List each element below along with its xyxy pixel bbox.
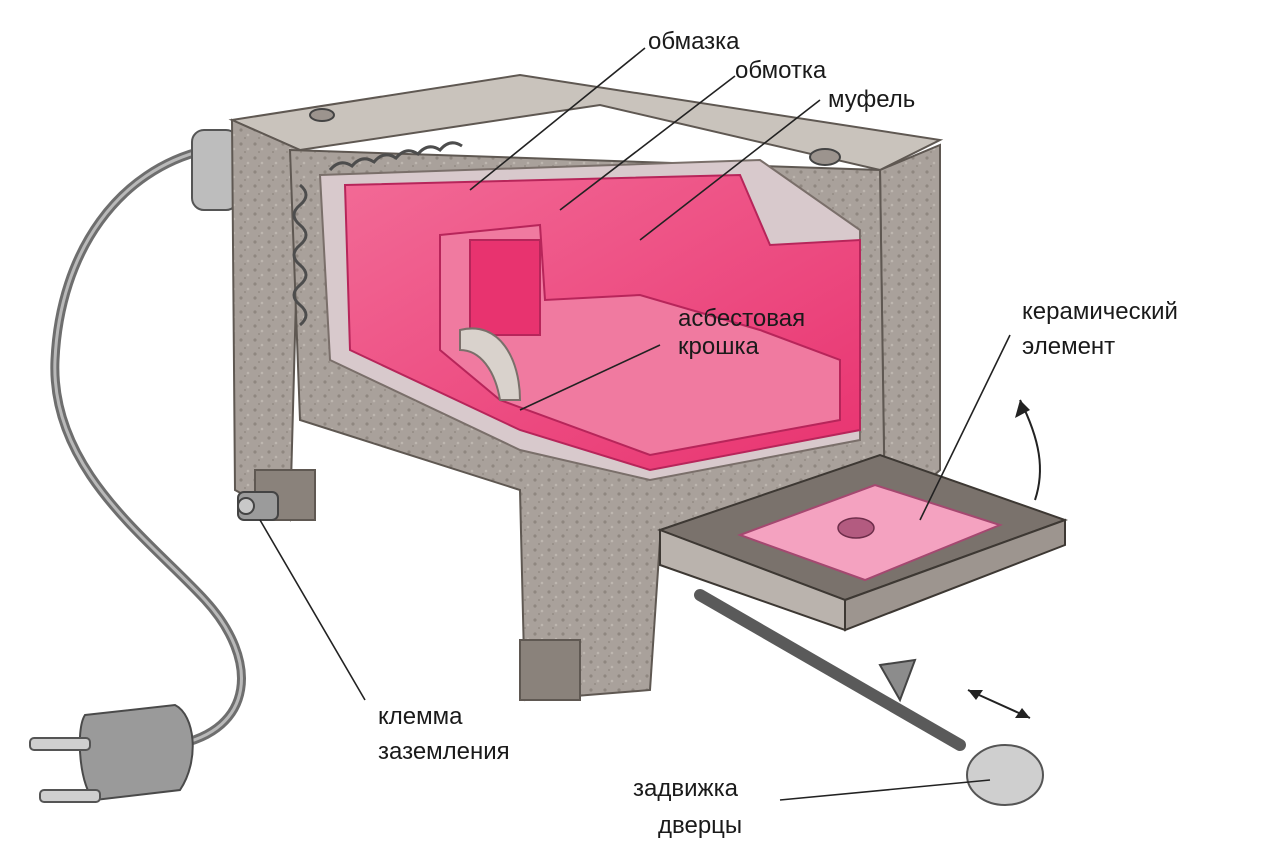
label-ceramic-line1: керамический [1022,298,1178,325]
door-swing-arrow [1019,399,1041,501]
label-coating: обмазка [648,28,740,55]
label-muffle: муфель [828,86,916,113]
power-cable-highlight [53,148,243,747]
leader-ceramic [919,334,1011,521]
latch-knob [966,744,1044,806]
casing-left-wall [230,118,302,522]
power-cable [50,145,246,750]
cable-entry [191,129,239,211]
ceramic-plate-hole [837,517,875,539]
top-bolt-left [309,108,335,122]
label-asbestos-line2: крошка [678,333,759,360]
leg-front [519,639,581,701]
label-asbestos-line1: асбестовая [678,305,806,332]
latch-slide-arrowhead-b [1015,708,1030,718]
plug [29,703,194,803]
leader-coating [469,47,646,191]
muffle-back-wall [469,239,541,336]
muffle-arch [459,327,522,401]
label-latch-line2: дверцы [658,812,743,839]
leader-ground [259,519,366,701]
leader-winding [559,75,736,211]
door-swing-arrowhead [1015,400,1030,418]
leader-asbestos [519,344,661,411]
label-winding: обмотка [735,57,827,84]
leader-muffle [639,99,821,241]
label-ground-line1: клемма [378,703,463,730]
winding-coil [292,141,463,327]
ground-terminal [237,491,279,521]
top-bolt-right [809,148,841,166]
latch-slide-arrowhead-a [968,690,983,700]
leader-latch [779,779,991,801]
door [657,453,1068,632]
door-latch [694,589,1044,806]
label-ceramic-line2: элемент [1022,333,1116,360]
label-ground-line2: заземления [378,738,510,765]
label-latch-line1: задвижка [633,775,738,802]
